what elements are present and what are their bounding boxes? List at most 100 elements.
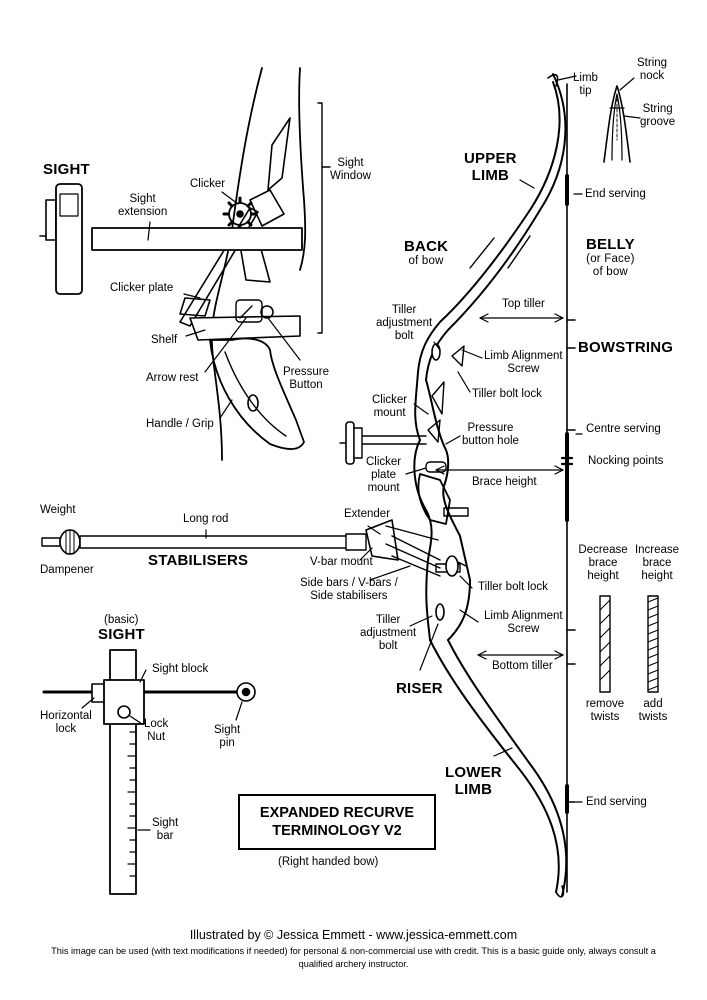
label-remove-line1: remove: [585, 698, 625, 710]
label-long-rod: Long rod: [183, 513, 229, 525]
label-end-serving-top: End serving: [585, 188, 646, 200]
label-sight-pin-line1: Sight: [214, 724, 241, 736]
label-dampener: Dampener: [40, 564, 94, 576]
label-remove-twists: remove twists: [580, 698, 630, 724]
string-nock-drawing: [603, 77, 641, 163]
heading-belly-sub2: of bow: [592, 266, 628, 278]
label-extender: Extender: [344, 508, 391, 520]
label-clicker-mount-line1: Clicker: [372, 394, 408, 406]
label-increase-line2: brace: [642, 557, 672, 569]
label-tiller-bolt-top: Tiller adjustment bolt: [376, 304, 432, 343]
label-bottom-tiller: Bottom tiller: [492, 660, 553, 672]
label-sight-bar: Sight bar: [152, 817, 178, 843]
label-clicker: Clicker: [190, 178, 226, 190]
label-tiller-bolt-bottom-line1: Tiller: [375, 614, 401, 626]
label-horizontal-lock-line2: lock: [55, 723, 77, 735]
heading-upper-limb-line2: LIMB: [471, 167, 510, 184]
label-sight-bar-line2: bar: [156, 830, 174, 842]
label-sight-pin: Sight pin: [214, 724, 240, 750]
diagram-title: EXPANDED RECURVE TERMINOLOGY V2: [238, 794, 436, 850]
heading-belly: BELLY (or Face) of bow: [586, 236, 635, 279]
heading-upper-limb: UPPER LIMB: [464, 150, 517, 184]
diagram-title-line2: TERMINOLOGY V2: [272, 823, 402, 839]
label-remove-line2: twists: [590, 711, 620, 723]
label-pressure-button-line2: Button: [289, 379, 323, 391]
label-lock-nut-line2: Nut: [147, 731, 166, 743]
label-lock-nut-line1: Lock: [144, 718, 169, 730]
label-decrease-brace-height: Decrease brace height: [576, 544, 630, 583]
label-limb-tip-line2: tip: [579, 85, 592, 97]
heading-basic-sight: SIGHT: [98, 626, 145, 643]
label-string-nock-line1: String: [637, 57, 668, 69]
label-clicker-plate-mount-line2: plate: [371, 469, 397, 481]
label-tiller-bolt-bottom-line2: adjustment: [360, 627, 417, 639]
label-clicker-plate: Clicker plate: [110, 282, 174, 294]
label-basic: (basic): [104, 614, 139, 626]
label-sight-extension-line2: extension: [118, 206, 168, 218]
label-tiller-lock-bottom: Tiller bolt lock: [478, 581, 548, 593]
label-centre-serving: Centre serving: [586, 423, 661, 435]
label-string-groove: String groove: [640, 103, 675, 129]
heading-back: BACK of bow: [404, 238, 448, 268]
label-decrease-line3: height: [587, 570, 619, 582]
label-shelf: Shelf: [151, 334, 178, 346]
heading-riser: RISER: [396, 680, 443, 697]
label-weight: Weight: [40, 504, 76, 516]
heading-back-sub: of bow: [408, 255, 444, 267]
label-string-groove-line1: String: [642, 103, 673, 115]
label-sight-window-line1: Sight: [337, 157, 364, 169]
label-sight-pin-line2: pin: [219, 737, 235, 749]
label-clicker-plate-mount: Clicker plate mount: [366, 456, 401, 495]
basic-sight-drawing: [42, 649, 256, 895]
label-limb-tip: Limb tip: [573, 72, 598, 98]
label-tiller-bolt-top-line1: Tiller: [391, 304, 417, 316]
label-limb-alignment-top: Limb Alignment Screw: [484, 350, 563, 376]
label-horizontal-lock-line1: Horizontal: [40, 710, 92, 722]
label-brace-height: Brace height: [472, 476, 537, 488]
heading-back-title: BACK: [404, 238, 449, 255]
label-add-line2: twists: [638, 711, 668, 723]
label-tiller-bolt-top-line2: adjustment: [376, 317, 433, 329]
label-end-serving-bottom: End serving: [586, 796, 647, 808]
label-sight-extension: Sight extension: [118, 193, 167, 219]
heading-lower-limb: LOWER LIMB: [445, 764, 502, 798]
heading-belly-sub1: (or Face): [586, 253, 635, 265]
label-pressure-button-hole-line1: Pressure: [467, 422, 514, 434]
diagram-subtitle: (Right handed bow): [278, 856, 379, 868]
label-clicker-plate-mount-line1: Clicker: [366, 456, 402, 468]
label-vbar-mount: V-bar mount: [310, 556, 373, 568]
label-tiller-bolt-bottom-line3: bolt: [378, 640, 398, 652]
label-add-twists: add twists: [628, 698, 678, 724]
heading-stabilisers: STABILISERS: [148, 552, 249, 569]
sight-detail-drawing: [39, 67, 331, 461]
label-side-bars: Side bars / V-bars / Side stabilisers: [300, 577, 398, 603]
label-horizontal-lock: Horizontal lock: [40, 710, 92, 736]
label-increase-line3: height: [641, 570, 673, 582]
label-pressure-button: Pressure Button: [283, 366, 329, 392]
label-lock-nut: Lock Nut: [144, 718, 168, 744]
heading-lower-limb-line1: LOWER: [445, 764, 502, 781]
label-decrease-line2: brace: [588, 557, 618, 569]
label-increase-line1: Increase: [634, 544, 680, 556]
label-top-tiller: Top tiller: [502, 298, 545, 310]
label-sight-window: Sight Window: [330, 157, 371, 183]
string-twist-diagrams: [599, 595, 659, 693]
label-string-groove-line2: groove: [640, 116, 676, 128]
label-nocking-points: Nocking points: [588, 455, 664, 467]
footer-notice-line1: This image can be used (with text modifi…: [51, 946, 656, 956]
label-pressure-button-hole-line2: button hole: [462, 435, 519, 447]
label-string-nock: String nock: [637, 57, 667, 83]
label-clicker-mount-line2: mount: [373, 407, 406, 419]
label-limb-alignment-bottom-line1: Limb Alignment: [484, 610, 563, 622]
label-tiller-lock-top: Tiller bolt lock: [472, 388, 542, 400]
label-side-bars-line2: Side stabilisers: [310, 590, 388, 602]
label-add-line1: add: [643, 698, 663, 710]
bow-drawing: [405, 73, 583, 898]
heading-upper-limb-line1: UPPER: [464, 150, 517, 167]
label-tiller-bolt-top-line3: bolt: [394, 330, 414, 342]
label-arrow-rest: Arrow rest: [146, 372, 199, 384]
label-sight-window-line2: Window: [330, 170, 371, 182]
label-sight-block: Sight block: [152, 663, 209, 675]
label-sight-extension-line1: Sight: [129, 193, 156, 205]
